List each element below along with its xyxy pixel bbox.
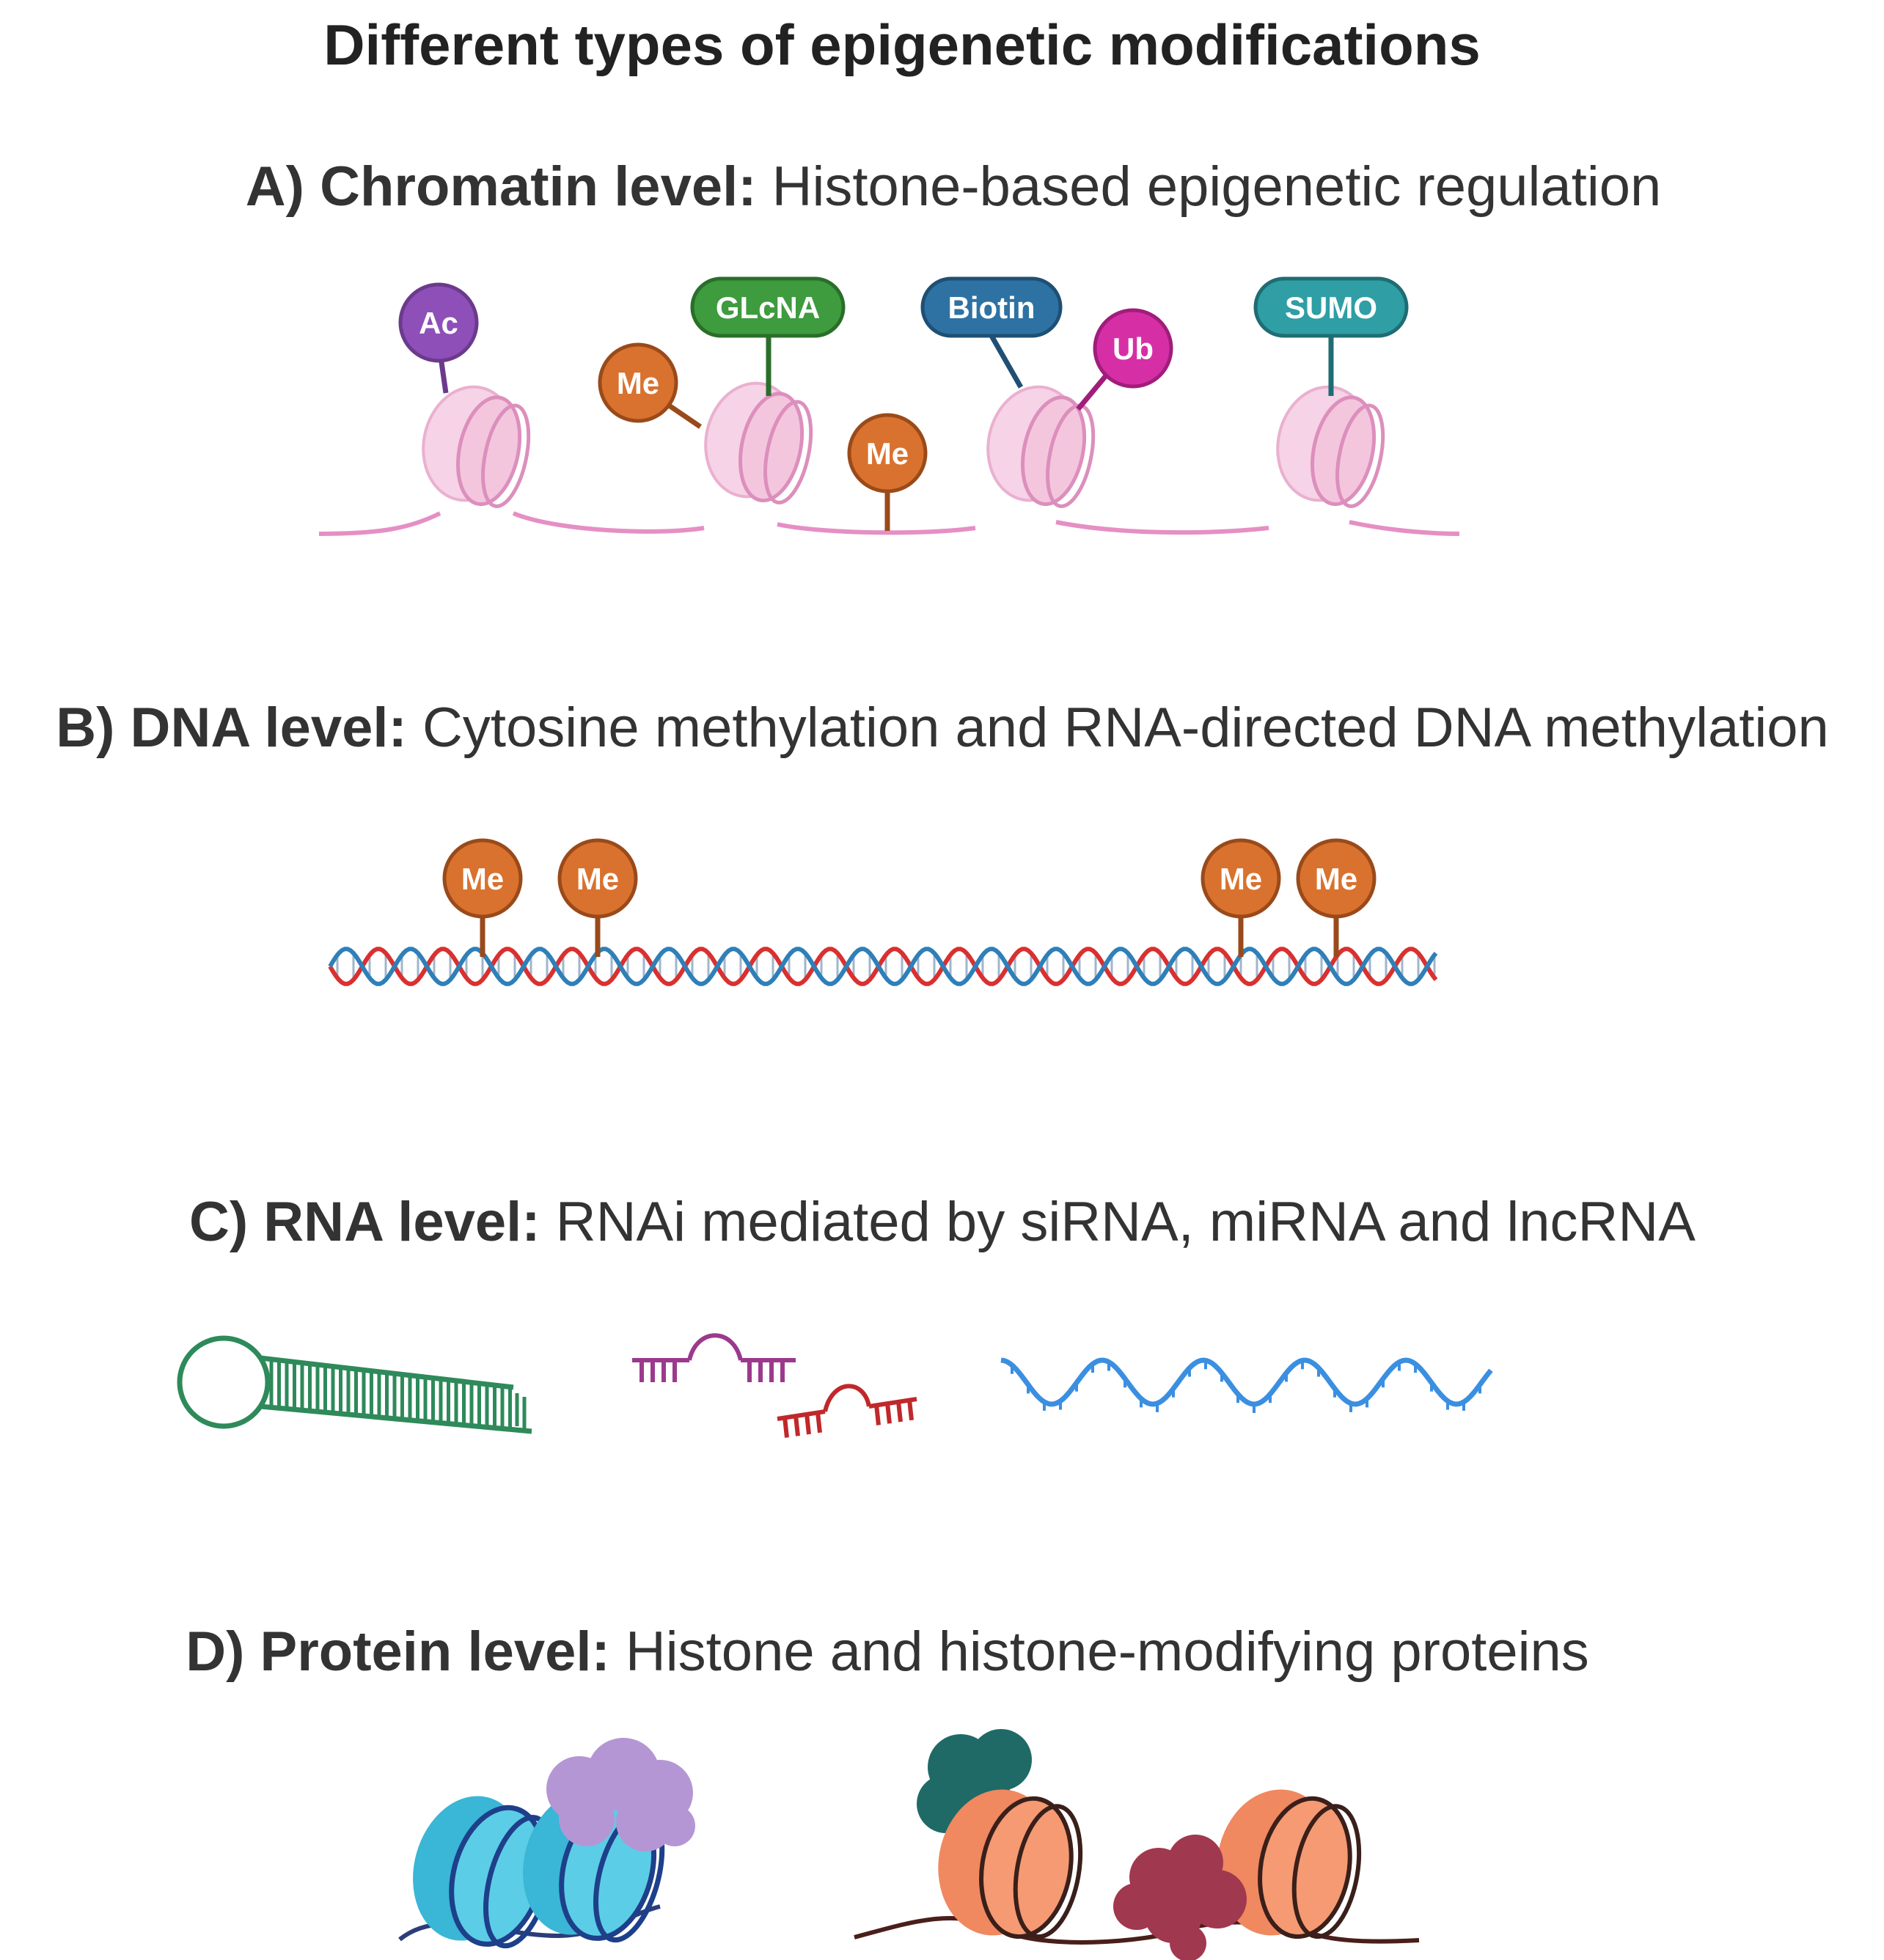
me-tag-chromatin-1: Me: [598, 342, 702, 429]
section-b-heading: B) DNA level: Cytosine methylation and R…: [56, 697, 1829, 759]
blue-nucleosome-1: [413, 1796, 555, 1949]
nucleosome-3: [986, 385, 1096, 508]
section-d-rest: Histone and histone-modifying proteins: [610, 1621, 1589, 1683]
section-a-heading: A) Chromatin level: Histone-based epigen…: [246, 155, 1661, 218]
ac-label: Ac: [419, 306, 458, 340]
me-tag-dna-2: Me: [557, 838, 638, 957]
me-tag-dna-3: Me: [1201, 838, 1281, 957]
nucleosome-4: [1276, 385, 1385, 508]
section-c-heading: C) RNA level: RNAi mediated by siRNA, mi…: [189, 1191, 1696, 1253]
me-tag-dna-4: Me: [1296, 838, 1377, 957]
sumo-tag: SUMO: [1253, 276, 1409, 396]
nucleosome-2: [704, 381, 813, 504]
mirna-purple: [632, 1333, 796, 1382]
ub-tag: Ub: [1076, 308, 1173, 411]
me-label-dna-3: Me: [1220, 862, 1262, 896]
sumo-label: SUMO: [1285, 290, 1377, 325]
glcna-label: GLcNA: [716, 290, 820, 325]
dna-double-helix: [328, 947, 1438, 986]
section-c-bold: C) RNA level:: [189, 1191, 540, 1253]
section-d-bold: D) Protein level:: [186, 1621, 610, 1683]
diagram-title: Different types of epigenetic modificati…: [323, 12, 1481, 77]
biotin-tag: Biotin: [920, 276, 1063, 389]
orange-nucleosome-1: [938, 1789, 1083, 1939]
biotin-label: Biotin: [948, 290, 1036, 325]
me-label-dna-1: Me: [461, 862, 504, 896]
lavender-protein: [546, 1738, 695, 1851]
me-tag-chromatin-2: Me: [847, 413, 928, 531]
me-label-dna-4: Me: [1315, 862, 1357, 896]
mirna-red: [777, 1384, 917, 1438]
section-a-bold: A) Chromatin level:: [246, 155, 757, 218]
lncrna-wave: [1000, 1357, 1493, 1413]
me-tag-dna-1: Me: [442, 838, 523, 957]
maroon-protein: [1113, 1835, 1247, 1960]
glcna-tag: GLcNA: [690, 276, 846, 396]
shrna-hairpin: [177, 1335, 532, 1434]
ub-label: Ub: [1113, 331, 1154, 366]
nucleosome-1: [422, 385, 531, 508]
chromatin-illustration: Ac Me GLcNA Me Biotin Ub: [318, 276, 1460, 536]
protein-illustration: [398, 1729, 1420, 1960]
chromatin-fiber: [318, 511, 1460, 536]
section-c-rest: RNAi mediated by siRNA, miRNA and lncRNA: [540, 1191, 1696, 1253]
section-b-bold: B) DNA level:: [56, 697, 407, 759]
me-label-dna-2: Me: [576, 862, 619, 896]
section-a-rest: Histone-based epigenetic regulation: [757, 155, 1662, 218]
me-label-chromatin-1: Me: [617, 366, 659, 400]
me-label-chromatin-2: Me: [866, 436, 909, 471]
dna-illustration: Me Me Me Me: [328, 838, 1438, 986]
section-d-heading: D) Protein level: Histone and histone-mo…: [186, 1621, 1589, 1683]
rna-illustration: [177, 1333, 1493, 1438]
ac-tag: Ac: [398, 282, 479, 394]
section-b-rest: Cytosine methylation and RNA-directed DN…: [407, 697, 1829, 759]
